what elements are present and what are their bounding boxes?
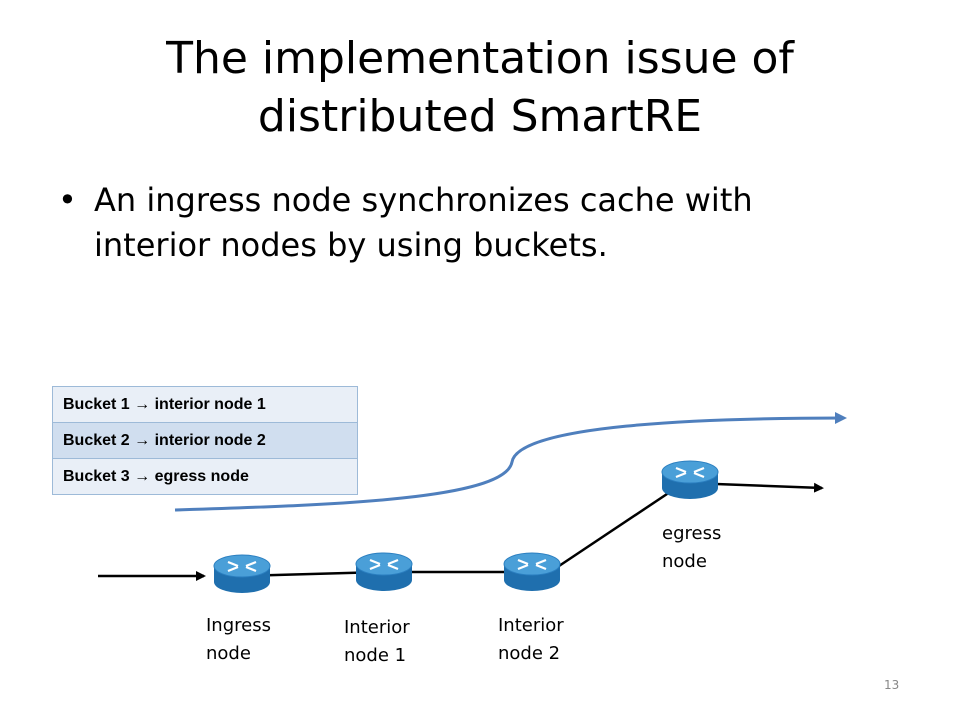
arrow-right-icon: → — [134, 431, 151, 449]
node-label-egress: egress node — [662, 523, 722, 572]
bucket-cell: Bucket 3 → egress node — [52, 458, 358, 495]
page-number: 13 — [884, 678, 900, 692]
output-arrow — [715, 482, 824, 493]
arrow-right-icon: → — [134, 467, 151, 485]
router-icon — [660, 459, 720, 501]
router-icon — [212, 553, 272, 595]
bucket-table: Bucket 1 → interior node 1 Bucket 2 → in… — [52, 386, 358, 495]
slide-title-line2: distributed SmartRE — [257, 91, 703, 142]
node-label-interior1: Interior node 1 — [344, 617, 410, 666]
node-label-ingress: Ingress node — [206, 615, 271, 664]
router-icon — [354, 551, 414, 593]
table-row: Bucket 2 → interior node 2 — [52, 422, 358, 459]
bucket-cell: Bucket 2 → interior node 2 — [52, 422, 358, 459]
arrow-right-icon: → — [134, 395, 151, 413]
bullet-text: An ingress node synchronizes cache with … — [94, 181, 753, 264]
table-row: Bucket 1 → interior node 1 — [52, 386, 358, 423]
sync-curve — [174, 412, 847, 512]
link-interior2-egress — [555, 486, 677, 570]
bucket-cell: Bucket 1 → interior node 1 — [52, 386, 358, 423]
slide-title-line1: The implementation issue of — [166, 33, 794, 84]
slide-title: The implementation issue of distributed … — [80, 30, 880, 146]
bullet-icon: • — [58, 181, 77, 219]
router-icon — [502, 551, 562, 593]
table-row: Bucket 3 → egress node — [52, 458, 358, 495]
node-label-interior2: Interior node 2 — [498, 615, 564, 664]
